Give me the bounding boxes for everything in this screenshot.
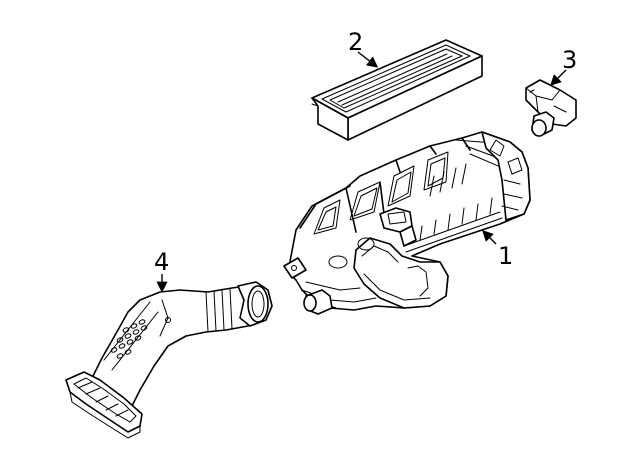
callout-4: 4	[154, 248, 169, 293]
callout-1: 1	[482, 230, 513, 270]
air-cleaner-housing-icon[interactable]	[283, 131, 531, 315]
callout-3: 3	[550, 46, 577, 86]
callout-label-1: 1	[498, 242, 513, 270]
callout-label-2: 2	[348, 28, 363, 56]
callout-label-4: 4	[154, 248, 169, 276]
callout-2: 2	[348, 28, 379, 68]
intake-duct-icon[interactable]	[65, 281, 273, 439]
air-filter-element-icon[interactable]	[311, 39, 483, 141]
callout-label-3: 3	[562, 46, 577, 74]
mass-airflow-sensor-icon[interactable]	[525, 79, 577, 137]
